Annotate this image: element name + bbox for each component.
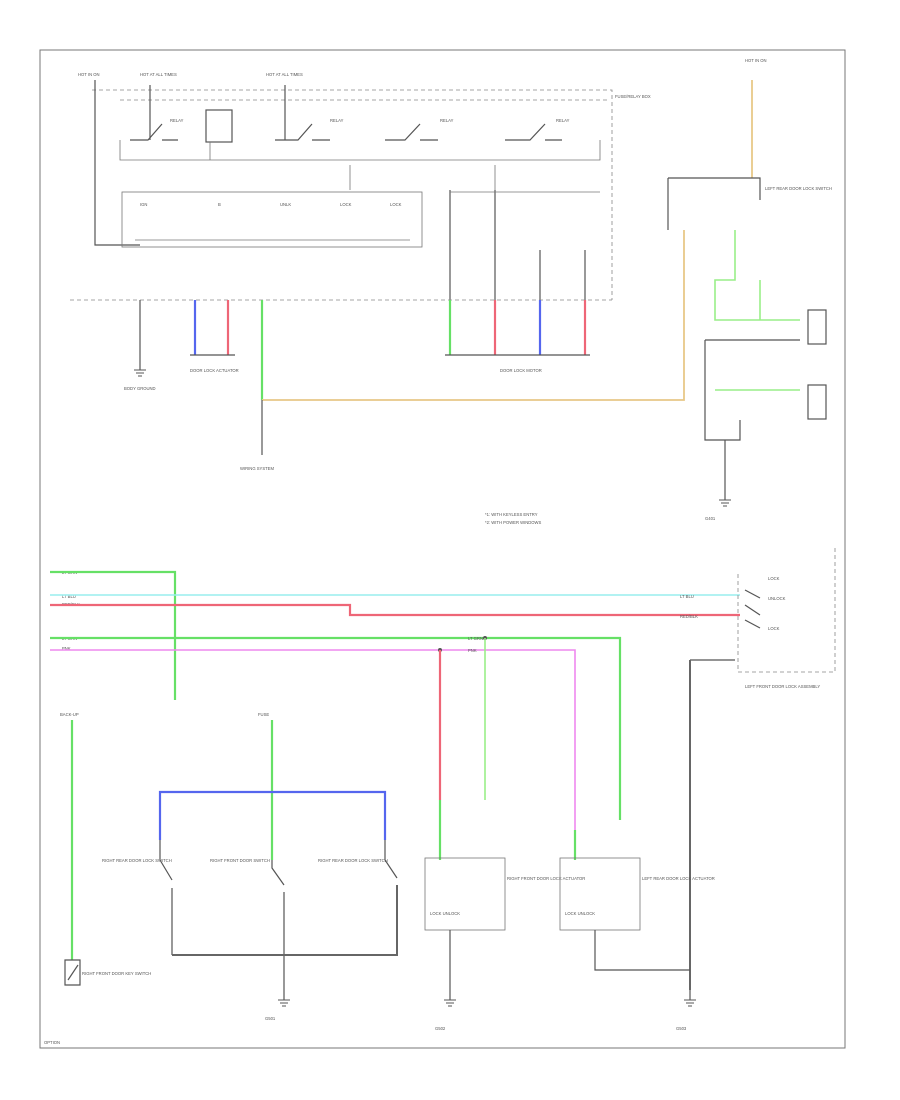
wire-blue-bus: [158, 790, 387, 840]
legend-line-2: *2: WITH POWER WINDOWS: [485, 520, 542, 525]
svg-text:RIGHT REAR DOOR LOCK SWITCH: RIGHT REAR DOOR LOCK SWITCH: [102, 858, 172, 863]
switch-rf-door: RIGHT FRONT DOOR SWITCH: [210, 858, 285, 990]
fuse-box-outline: [92, 89, 613, 300]
svg-text:LEFT REAR DOOR LOCK ACTUATOR: LEFT REAR DOOR LOCK ACTUATOR: [642, 876, 715, 881]
svg-text:G503: G503: [676, 1026, 687, 1031]
svg-text:BODY GROUND: BODY GROUND: [124, 386, 156, 391]
control-unit: [121, 191, 423, 248]
svg-text:RED/BLK: RED/BLK: [680, 614, 698, 619]
motor-connector-1: [807, 309, 827, 345]
wire-pnk: [50, 649, 576, 830]
svg-text:B: B: [218, 202, 221, 207]
legend-line-1: *1: WITH KEYLESS ENTRY: [485, 512, 538, 517]
svg-text:RELAY: RELAY: [440, 118, 454, 123]
svg-text:DOOR LOCK ACTUATOR: DOOR LOCK ACTUATOR: [190, 368, 239, 373]
key-switch: RIGHT FRONT DOOR KEY SWITCH: [64, 959, 151, 986]
svg-text:G502: G502: [435, 1026, 446, 1031]
svg-text:PNK: PNK: [62, 646, 71, 651]
top-circuit: HOT IN ON HOT AT ALL TIMES HOT AT ALL TI…: [70, 58, 832, 525]
wire-lt-grn-top: [50, 570, 177, 700]
svg-text:RIGHT FRONT DOOR KEY SWITCH: RIGHT FRONT DOOR KEY SWITCH: [82, 971, 151, 976]
svg-text:LOCK: LOCK: [340, 202, 352, 207]
svg-text:UNLOCK: UNLOCK: [768, 596, 786, 601]
actuator-rf: LOCK UNLOCK RIGHT FRONT DOOR LOCK ACTUAT…: [424, 857, 585, 1007]
svg-text:LT GRN: LT GRN: [468, 636, 483, 641]
wire-lt-grn: [50, 636, 622, 820]
svg-text:LOCK: LOCK: [390, 202, 402, 207]
svg-text:LT BLU: LT BLU: [62, 594, 76, 599]
page-mark: OPTION: [44, 1040, 60, 1045]
diagram-frame: [39, 49, 846, 1049]
relay-3: RELAY: [385, 118, 454, 141]
switch-rr-door-2: RIGHT REAR DOOR LOCK SWITCH: [318, 840, 398, 955]
svg-text:DOOR LOCK MOTOR: DOOR LOCK MOTOR: [500, 368, 542, 373]
svg-text:G401: G401: [705, 516, 716, 521]
svg-text:LEFT FRONT DOOR LOCK ASSEMBLY: LEFT FRONT DOOR LOCK ASSEMBLY: [745, 684, 820, 689]
svg-text:WIRING SYSTEM: WIRING SYSTEM: [240, 466, 274, 471]
wire-red-blk: [50, 603, 740, 617]
svg-text:LOCK UNLOCK: LOCK UNLOCK: [565, 911, 595, 916]
svg-text:BACK-UP: BACK-UP: [60, 712, 79, 717]
svg-text:FUSE: FUSE: [258, 712, 269, 717]
svg-text:RIGHT FRONT DOOR LOCK ACTUATOR: RIGHT FRONT DOOR LOCK ACTUATOR: [507, 876, 585, 881]
svg-text:LOCK: LOCK: [768, 576, 780, 581]
svg-text:LT BLU: LT BLU: [680, 594, 694, 599]
hot-label-2: HOT AT ALL TIMES: [140, 72, 177, 77]
svg-text:RIGHT FRONT DOOR SWITCH: RIGHT FRONT DOOR SWITCH: [210, 858, 270, 863]
svg-text:PNK: PNK: [468, 648, 477, 653]
svg-text:LOCK UNLOCK: LOCK UNLOCK: [430, 911, 460, 916]
hot-label-1: HOT IN ON: [78, 72, 100, 77]
bottom-circuit: LT GRN LT BLU RED/BLK LT GRN PNK LT BLU …: [44, 548, 836, 1045]
svg-text:IGN: IGN: [140, 202, 147, 207]
svg-text:UNLK: UNLK: [280, 202, 291, 207]
svg-text:HOT IN ON: HOT IN ON: [745, 58, 767, 63]
relay-coil: [205, 109, 233, 143]
relay-1: RELAY: [130, 118, 184, 141]
actuator-lr: LOCK UNLOCK LEFT REAR DOOR LOCK ACTUATOR: [559, 857, 715, 1007]
relay-4: RELAY: [505, 118, 570, 141]
switch-rr-door: RIGHT REAR DOOR LOCK SWITCH: [102, 840, 173, 955]
svg-text:LEFT REAR DOOR LOCK SWITCH: LEFT REAR DOOR LOCK SWITCH: [765, 186, 832, 191]
fuse-box-label: FUSE/RELAY BOX: [615, 94, 651, 99]
hot-label-3: HOT AT ALL TIMES: [266, 72, 303, 77]
svg-text:RELAY: RELAY: [330, 118, 344, 123]
relay-2: RELAY: [275, 118, 344, 141]
motor-connector-2: [807, 384, 827, 420]
svg-text:RELAY: RELAY: [170, 118, 184, 123]
svg-text:RIGHT REAR DOOR LOCK SWITCH: RIGHT REAR DOOR LOCK SWITCH: [318, 858, 388, 863]
svg-text:G501: G501: [265, 1016, 276, 1021]
svg-text:RELAY: RELAY: [556, 118, 570, 123]
svg-text:LOCK: LOCK: [768, 626, 780, 631]
